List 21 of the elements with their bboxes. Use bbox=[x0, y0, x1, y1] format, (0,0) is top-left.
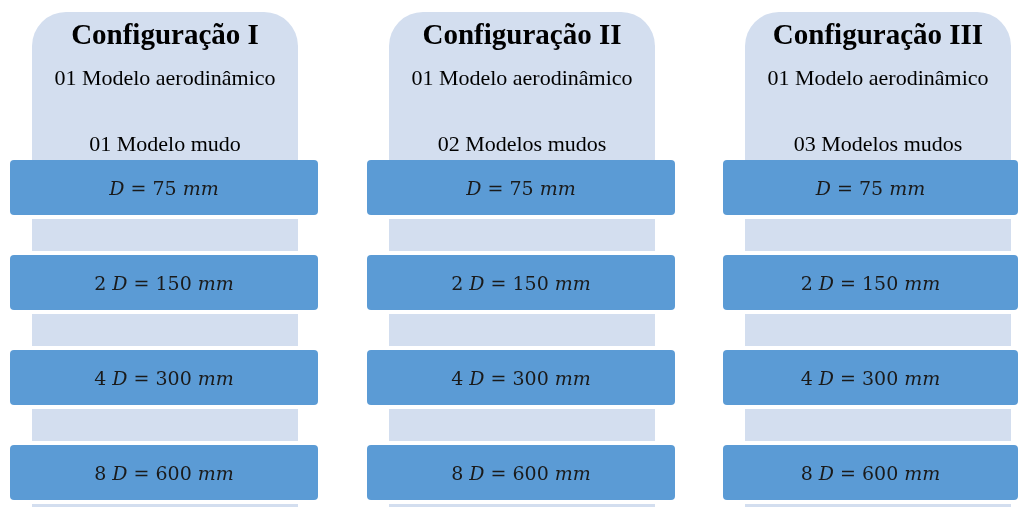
value-box: 4 D = 300 mm bbox=[10, 350, 318, 405]
value-box: 2 D = 150 mm bbox=[367, 255, 675, 310]
column-text: 02 Modelos mudos bbox=[436, 130, 608, 157]
column-heading: Configuração III bbox=[771, 18, 985, 51]
value-box: 8 D = 600 mm bbox=[723, 445, 1018, 500]
column-text: 01 Modelo aerodinâmico bbox=[766, 64, 990, 91]
value-box: 4 D = 300 mm bbox=[367, 350, 675, 405]
value-box: 8 D = 600 mm bbox=[367, 445, 675, 500]
column-heading: Configuração I bbox=[70, 18, 260, 51]
value-box: 2 D = 150 mm bbox=[10, 255, 318, 310]
column-text: 03 Modelos mudos bbox=[792, 130, 964, 157]
value-box: D = 75 mm bbox=[10, 160, 318, 215]
value-box: D = 75 mm bbox=[723, 160, 1018, 215]
value-box: 2 D = 150 mm bbox=[723, 255, 1018, 310]
value-box: 4 D = 300 mm bbox=[723, 350, 1018, 405]
column-text: 01 Modelo mudo bbox=[88, 130, 242, 157]
column-text: 01 Modelo aerodinâmico bbox=[410, 64, 634, 91]
value-box: 8 D = 600 mm bbox=[10, 445, 318, 500]
column-text: 01 Modelo aerodinâmico bbox=[53, 64, 277, 91]
column-heading: Configuração II bbox=[421, 18, 623, 51]
value-box: D = 75 mm bbox=[367, 160, 675, 215]
